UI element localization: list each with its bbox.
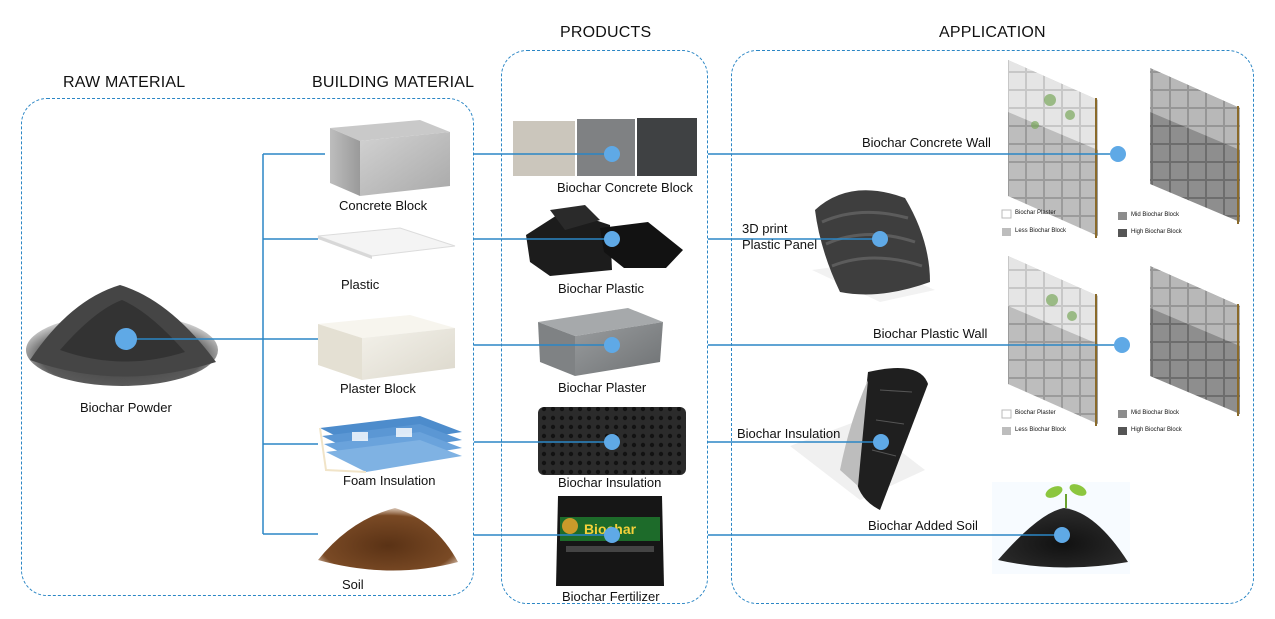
label-biochar-insulation-app: Biochar Insulation bbox=[737, 426, 841, 441]
node-plastic-wall bbox=[1114, 337, 1130, 353]
label-biochar-plaster: Biochar Plaster bbox=[558, 380, 647, 395]
node-concrete-block bbox=[604, 146, 620, 162]
products-panel bbox=[501, 50, 708, 604]
label-biochar-concrete-wall: Biochar Concrete Wall bbox=[862, 135, 991, 150]
heading-application: APPLICATION bbox=[939, 24, 1046, 41]
plaster-block-image bbox=[318, 315, 455, 380]
legend2-less-biochar-block: Less Biochar Block bbox=[1015, 427, 1067, 433]
node-biochar-fertilizer bbox=[604, 527, 620, 543]
application-panel bbox=[731, 50, 1254, 604]
soil-pile-image bbox=[318, 508, 458, 571]
plastic-wall-render-2 bbox=[1150, 266, 1240, 416]
legend1-high-biochar-block: High Biochar Block bbox=[1131, 229, 1182, 235]
label-3d-print: 3D print bbox=[742, 221, 788, 236]
biochar-plaster-image bbox=[538, 308, 663, 376]
wall-legend-1-swatches bbox=[1001, 209, 1127, 237]
legend1-mid-biochar-block: Mid Biochar Block bbox=[1131, 212, 1180, 218]
legend1-biochar-plaster: Biochar Plaster bbox=[1015, 210, 1056, 216]
concrete-wall-render-1 bbox=[1008, 60, 1098, 238]
label-biochar-insulation-product: Biochar Insulation bbox=[558, 475, 662, 490]
node-biochar-plaster bbox=[604, 337, 620, 353]
legend2-mid-biochar-block: Mid Biochar Block bbox=[1131, 410, 1180, 416]
plastic-wall-render-1 bbox=[1008, 256, 1098, 426]
node-insulation bbox=[873, 434, 889, 450]
node-biochar-insulation bbox=[604, 434, 620, 450]
node-concrete-wall bbox=[1110, 146, 1126, 162]
biochar-plastic-image bbox=[526, 205, 683, 276]
wall-legend-2-swatches bbox=[1001, 409, 1127, 435]
label-biochar-plastic: Biochar Plastic bbox=[558, 281, 644, 296]
label-biochar-added-soil: Biochar Added Soil bbox=[868, 518, 978, 533]
label-biochar-plastic-wall: Biochar Plastic Wall bbox=[873, 326, 988, 341]
insulation-panel-render bbox=[790, 368, 928, 510]
label-plastic: Plastic bbox=[341, 277, 380, 292]
node-biochar-plastic bbox=[604, 231, 620, 247]
heading-building-material: BUILDING MATERIAL bbox=[312, 74, 475, 91]
tree-connector bbox=[126, 153, 325, 535]
node-added-soil bbox=[1054, 527, 1070, 543]
label-soil: Soil bbox=[342, 577, 364, 592]
label-foam-insulation: Foam Insulation bbox=[343, 473, 436, 488]
node-powder bbox=[115, 328, 137, 350]
label-concrete-block: Concrete Block bbox=[339, 198, 428, 213]
node-plastic-panel bbox=[872, 231, 888, 247]
plastic-panel-render bbox=[812, 190, 935, 302]
biochar-concrete-block-image bbox=[513, 118, 697, 176]
raw-building-panel bbox=[21, 98, 474, 596]
foam-insulation-image bbox=[319, 416, 462, 473]
product-connectors bbox=[474, 153, 1122, 536]
concrete-wall-render-2 bbox=[1150, 68, 1240, 224]
legend1-less-biochar-block: Less Biochar Block bbox=[1015, 228, 1067, 234]
heading-raw-material: RAW MATERIAL bbox=[63, 74, 186, 91]
label-biochar-powder: Biochar Powder bbox=[80, 400, 172, 415]
legend2-biochar-plaster: Biochar Plaster bbox=[1015, 410, 1056, 416]
label-plastic-panel: Plastic Panel bbox=[742, 237, 818, 252]
label-biochar-concrete-block: Biochar Concrete Block bbox=[557, 180, 693, 195]
plant-soil-render bbox=[992, 482, 1130, 574]
heading-products: PRODUCTS bbox=[560, 24, 652, 41]
legend2-high-biochar-block: High Biochar Block bbox=[1131, 427, 1182, 433]
label-biochar-fertilizer: Biochar Fertilizer bbox=[562, 589, 660, 604]
label-plaster-block: Plaster Block bbox=[340, 381, 416, 396]
plastic-sheet-image bbox=[317, 227, 456, 259]
node-dots bbox=[115, 146, 1130, 543]
concrete-block-image bbox=[330, 120, 450, 196]
